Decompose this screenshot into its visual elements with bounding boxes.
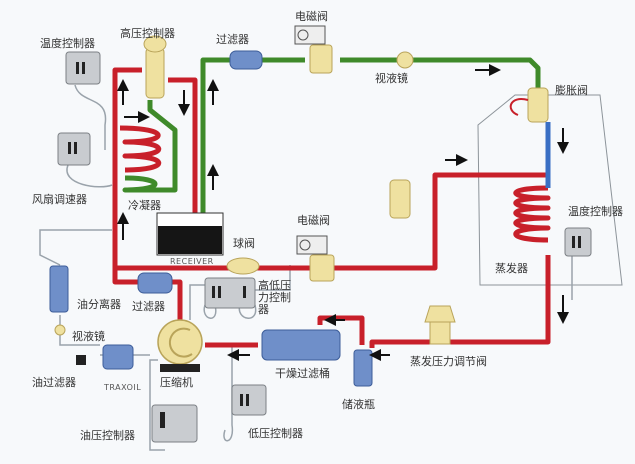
liquid-pipes <box>122 57 541 232</box>
inline-valve <box>389 179 411 219</box>
label-evaporator-pressure-regulator: 蒸发压力调节阀 <box>410 355 487 368</box>
label-oil-filter: 油过滤器 <box>32 376 76 389</box>
label-condenser: 冷凝器 <box>128 199 161 212</box>
oil-separator-component <box>49 265 69 313</box>
sight-glass-top-component <box>396 51 414 69</box>
label-temp-controller-left: 温度控制器 <box>40 37 95 50</box>
label-oil-pressure-controller: 油压控制器 <box>80 429 135 442</box>
label-traxoil: TRAXOIL <box>104 383 142 392</box>
hot-gas-pipes <box>112 67 551 348</box>
solenoid-valve-top-component <box>294 25 333 74</box>
label-receiver: RECEIVER <box>170 257 214 266</box>
label-filter-top: 过滤器 <box>216 33 249 46</box>
label-solenoid-valve-mid: 电磁阀 <box>297 214 330 227</box>
label-compressor: 压缩机 <box>160 376 193 389</box>
label-oil-separator: 油分离器 <box>77 298 121 311</box>
label-ball-valve: 球阀 <box>233 237 255 250</box>
label-evaporator: 蒸发器 <box>495 262 528 275</box>
high-pressure-valve <box>143 35 167 99</box>
controller-switches <box>68 62 581 428</box>
label-filter-bottom: 过滤器 <box>132 300 165 313</box>
liquid-receiver-bottle-component <box>353 349 373 387</box>
evaporator-pressure-regulator-component <box>424 305 456 345</box>
flow-arrows <box>117 64 569 361</box>
label-drier-filter: 干燥过滤桶 <box>275 367 330 380</box>
label-liquid-receiver-bottle: 储液瓶 <box>342 398 375 411</box>
sight-glass-oil-component <box>54 324 66 336</box>
filter-bottom-component <box>137 272 173 294</box>
evaporator-housing <box>477 94 623 286</box>
solenoid-valve-mid-component <box>296 235 335 282</box>
label-high-low-pressure-controller: 高低压力控制器 <box>258 279 291 316</box>
label-fan-speed-controller: 风扇调速器 <box>32 193 87 206</box>
label-expansion-valve: 膨胀阀 <box>555 84 588 97</box>
drier-filter-component <box>261 329 341 361</box>
label-low-pressure-controller: 低压控制器 <box>248 427 303 440</box>
traxoil-component <box>102 344 134 370</box>
filter-top-component <box>229 50 263 70</box>
expansion-valve-component <box>509 87 549 123</box>
label-solenoid-valve-top: 电磁阀 <box>295 10 328 23</box>
label-high-pressure-controller: 高压控制器 <box>120 27 175 40</box>
oil-filter-component <box>76 355 86 365</box>
compressor-component <box>157 319 203 372</box>
label-sight-glass-oil: 视液镜 <box>72 330 105 343</box>
label-temp-controller-right: 温度控制器 <box>568 205 623 218</box>
ball-valve-component <box>226 257 260 275</box>
label-sight-glass-top: 视液镜 <box>375 72 408 85</box>
